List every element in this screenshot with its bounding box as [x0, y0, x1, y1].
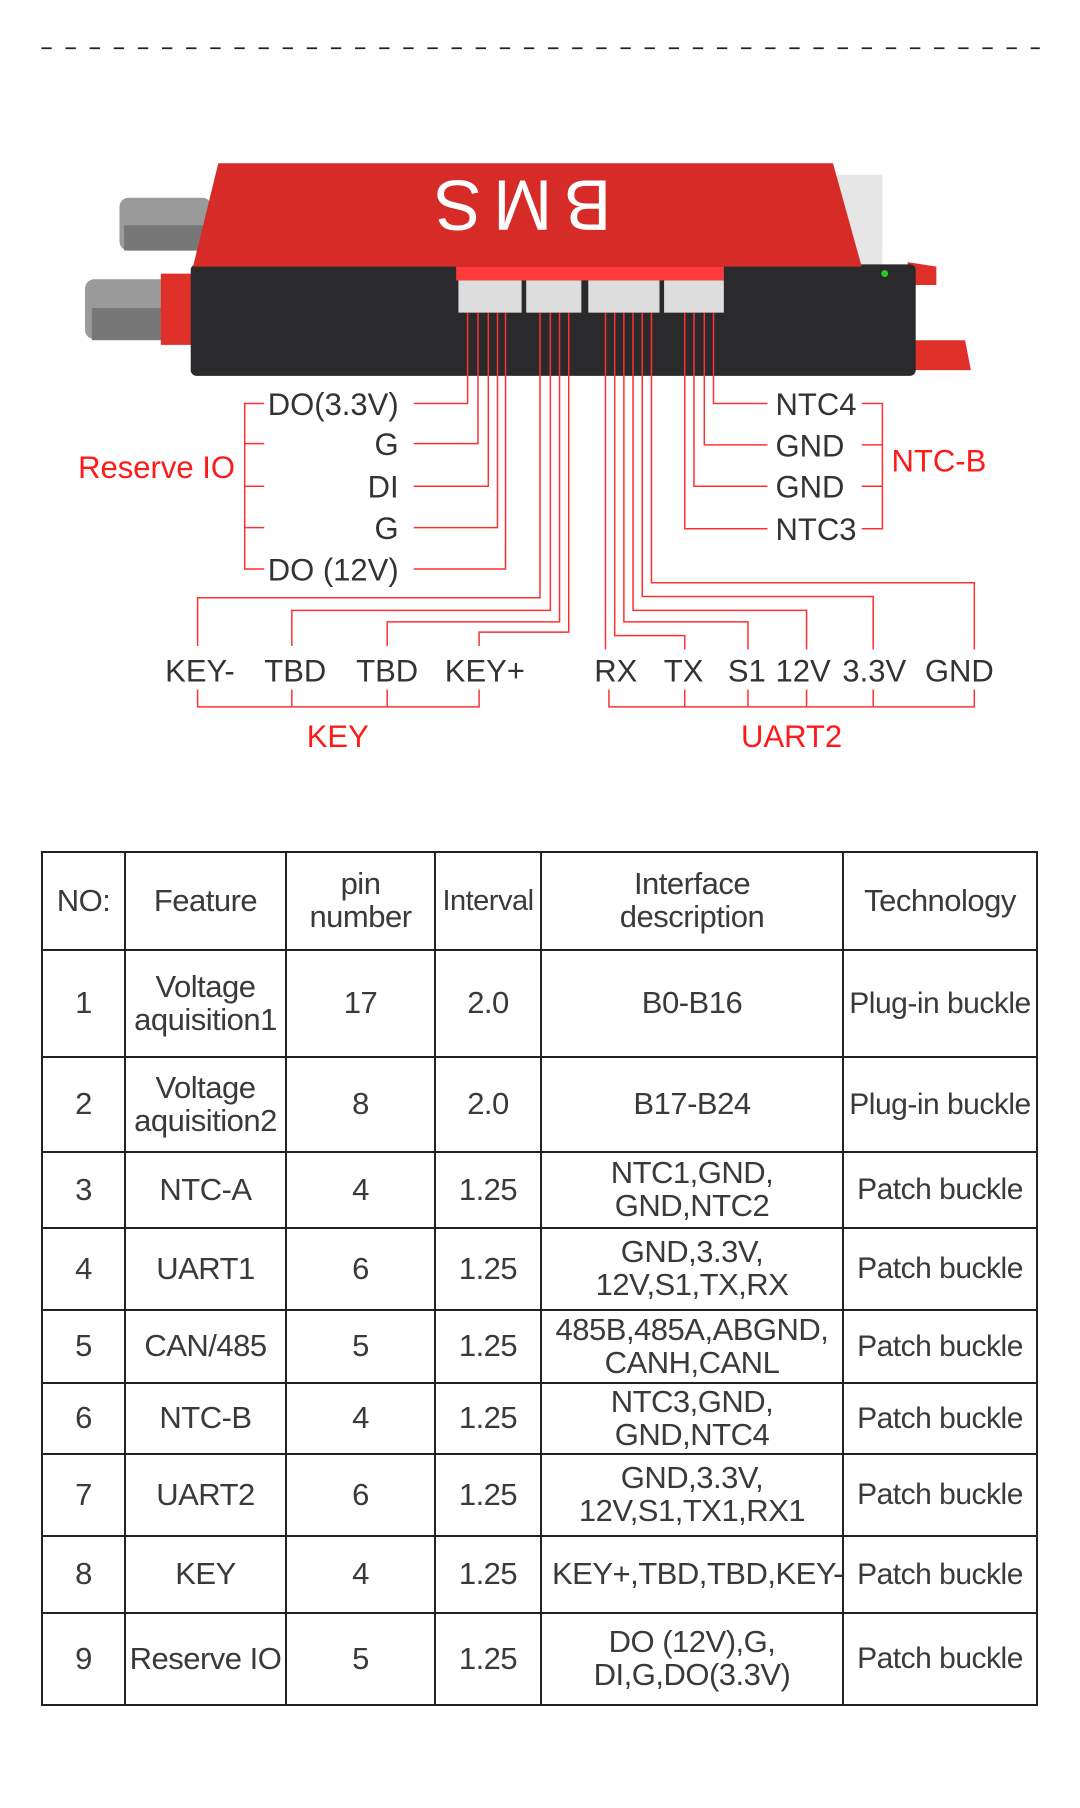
cell-pin-number: 8 — [285, 1056, 436, 1153]
cell-pin-number: 17 — [285, 949, 436, 1058]
reserve-io-pin: DO(3.3V) — [268, 387, 399, 422]
reserve-io-pin: G — [375, 511, 399, 546]
uart2-pin: TX — [664, 654, 704, 689]
key-group-label: KEY — [307, 719, 369, 754]
cell-interface-description: NTC1,GND, GND,NTC2 — [540, 1151, 844, 1229]
cell-pin-number: 4 — [285, 1151, 436, 1229]
cell-interface-description: GND,3.3V, 12V,S1,TX,RX — [540, 1227, 844, 1311]
cell-pin-number: 4 — [285, 1382, 436, 1455]
cell-no: 5 — [41, 1309, 126, 1384]
ntc-b-pin: GND — [776, 470, 845, 505]
uart2-group-label: UART2 — [741, 719, 842, 754]
cell-interval: 1.25 — [434, 1227, 542, 1311]
ntc-b-pin: NTC4 — [776, 387, 857, 422]
uart2-pin: GND — [925, 654, 994, 689]
cell-technology: Patch buckle — [842, 1612, 1038, 1706]
uart2-pin: 12V — [776, 654, 831, 689]
cell-pin-number: 4 — [285, 1535, 436, 1614]
header-interval: Interval — [434, 851, 542, 951]
header-pin-number: pin number — [285, 851, 436, 951]
cell-feature: KEY — [124, 1535, 287, 1614]
cell-no: 7 — [41, 1453, 126, 1537]
uart2-pin: S1 — [728, 654, 766, 689]
cell-no: 9 — [41, 1612, 126, 1706]
ntc-b-pin: NTC3 — [776, 512, 857, 547]
cell-interface-description: DO (12V),G, DI,G,DO(3.3V) — [540, 1612, 844, 1706]
cell-no: 3 — [41, 1151, 126, 1229]
reserve-io-pin: DI — [368, 470, 399, 505]
cell-no: 8 — [41, 1535, 126, 1614]
bms-board: BMS — [85, 163, 971, 376]
cell-interface-description: B0-B16 — [540, 949, 844, 1058]
cell-feature: Voltage aquisition1 — [124, 949, 287, 1058]
cell-technology: Patch buckle — [842, 1309, 1038, 1384]
cell-no: 1 — [41, 949, 126, 1058]
board-label: BMS — [423, 164, 612, 243]
key-pin: TBD — [356, 654, 418, 689]
cell-interval: 1.25 — [434, 1612, 542, 1706]
cell-interface-description: KEY+,TBD,TBD,KEY- — [540, 1535, 844, 1614]
header-technology: Technology — [842, 851, 1038, 951]
reserve-io-group-label: Reserve IO — [78, 450, 235, 485]
key-pin: KEY- — [165, 654, 235, 689]
key-pin: KEY+ — [445, 654, 525, 689]
ntc-b-group-label: NTC-B — [892, 443, 987, 478]
cell-technology: Patch buckle — [842, 1535, 1038, 1614]
cell-feature: Voltage aquisition2 — [124, 1056, 287, 1153]
cell-feature: NTC-A — [124, 1151, 287, 1229]
cell-interval: 1.25 — [434, 1151, 542, 1229]
cell-pin-number: 6 — [285, 1453, 436, 1537]
cell-interface-description: NTC3,GND, GND,NTC4 — [540, 1382, 844, 1455]
cell-interface-description: GND,3.3V, 12V,S1,TX1,RX1 — [540, 1453, 844, 1537]
bms-wiring-diagram: BMS Reserve IO DO(3. — [41, 47, 1040, 754]
cell-technology: Plug-in buckle — [842, 1056, 1038, 1153]
cell-feature: UART2 — [124, 1453, 287, 1537]
cell-pin-number: 5 — [285, 1309, 436, 1384]
cell-no: 2 — [41, 1056, 126, 1153]
cell-feature: Reserve IO — [124, 1612, 287, 1706]
cell-no: 4 — [41, 1227, 126, 1311]
cell-interval: 2.0 — [434, 949, 542, 1058]
cell-interval: 1.25 — [434, 1309, 542, 1384]
ntc-b-pin: GND — [776, 428, 845, 463]
cell-interval: 1.25 — [434, 1382, 542, 1455]
cell-technology: Plug-in buckle — [842, 949, 1038, 1058]
table-header-row: NO: Feature pin number Interval Interfac… — [41, 851, 1038, 951]
cell-pin-number: 6 — [285, 1227, 436, 1311]
cell-technology: Patch buckle — [842, 1382, 1038, 1455]
cell-pin-number: 5 — [285, 1612, 436, 1706]
cell-no: 6 — [41, 1382, 126, 1455]
cell-feature: NTC-B — [124, 1382, 287, 1455]
cell-interface-description: 485B,485A,ABGND, CANH,CANL — [540, 1309, 844, 1384]
header-no: NO: — [41, 851, 126, 951]
header-interface-description: Interface description — [540, 851, 844, 951]
cell-technology: Patch buckle — [842, 1151, 1038, 1229]
reserve-io-pin: DO (12V) — [268, 552, 399, 587]
uart2-pin: RX — [594, 654, 637, 689]
cell-feature: UART1 — [124, 1227, 287, 1311]
key-pin: TBD — [264, 654, 326, 689]
uart2-pin: 3.3V — [842, 654, 906, 689]
interface-table: NO: Feature pin number Interval Interfac… — [41, 851, 1038, 1706]
wires — [196, 312, 976, 708]
reserve-io-pin: G — [375, 427, 399, 462]
cell-interval: 1.25 — [434, 1453, 542, 1537]
cell-interval: 1.25 — [434, 1535, 542, 1614]
cell-interval: 2.0 — [434, 1056, 542, 1153]
cell-technology: Patch buckle — [842, 1453, 1038, 1537]
cell-technology: Patch buckle — [842, 1227, 1038, 1311]
cell-feature: CAN/485 — [124, 1309, 287, 1384]
header-feature: Feature — [124, 851, 287, 951]
cell-interface-description: B17-B24 — [540, 1056, 844, 1153]
